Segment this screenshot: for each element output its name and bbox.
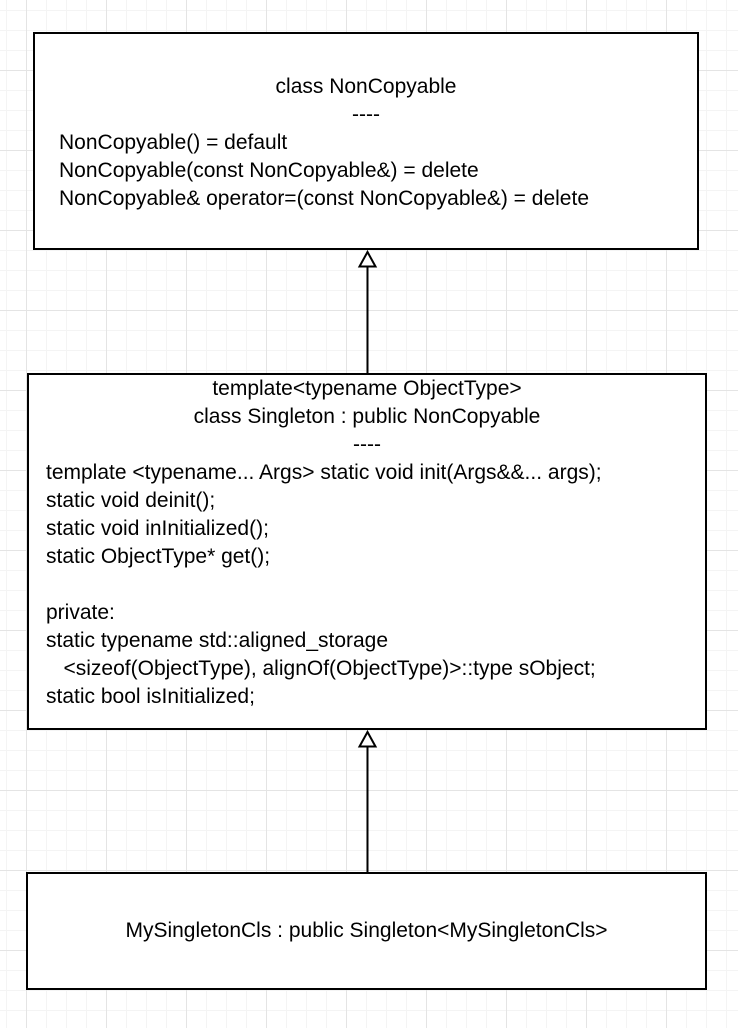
class-member-line: static void deinit();: [46, 489, 216, 512]
class-member-line: private:: [46, 601, 115, 624]
inheritance-arrow-singleton-to-noncopyable[interactable]: [357, 249, 378, 373]
class-member-line: static typename std::aligned_storage: [46, 629, 389, 652]
class-title: template<typename ObjectType>: [212, 377, 522, 400]
class-title: class NonCopyable: [275, 75, 457, 98]
class-member-line-blank: [29, 571, 705, 599]
hollow-triangle-arrowhead: [357, 729, 378, 748]
class-member-line: template <typename... Args> static void …: [46, 461, 602, 484]
title-separator: ----: [353, 433, 381, 456]
class-box-mysingletoncls[interactable]: MySingletonCls : public Singleton<MySing…: [26, 872, 707, 990]
class-member-line: static void inInitialized();: [46, 517, 269, 540]
title-separator: ----: [352, 103, 380, 126]
class-title: class Singleton : public NonCopyable: [193, 405, 541, 428]
class-box-noncopyable[interactable]: class NonCopyable ---- NonCopyable() = d…: [33, 32, 699, 250]
class-member-line: NonCopyable(const NonCopyable&) = delete: [59, 159, 479, 182]
hollow-triangle-arrowhead: [357, 249, 378, 268]
class-title: MySingletonCls : public Singleton<MySing…: [125, 919, 608, 942]
class-member-line: NonCopyable& operator=(const NonCopyable…: [59, 187, 589, 210]
class-member-line: <sizeof(ObjectType), alignOf(ObjectType)…: [46, 657, 596, 680]
inheritance-arrow-mysingletoncls-to-singleton[interactable]: [357, 729, 378, 872]
class-member-line: static ObjectType* get();: [46, 545, 271, 568]
class-box-singleton[interactable]: template<typename ObjectType> class Sing…: [27, 373, 707, 730]
class-member-line: static bool isInitialized;: [46, 685, 255, 708]
class-member-line: NonCopyable() = default: [59, 131, 288, 154]
